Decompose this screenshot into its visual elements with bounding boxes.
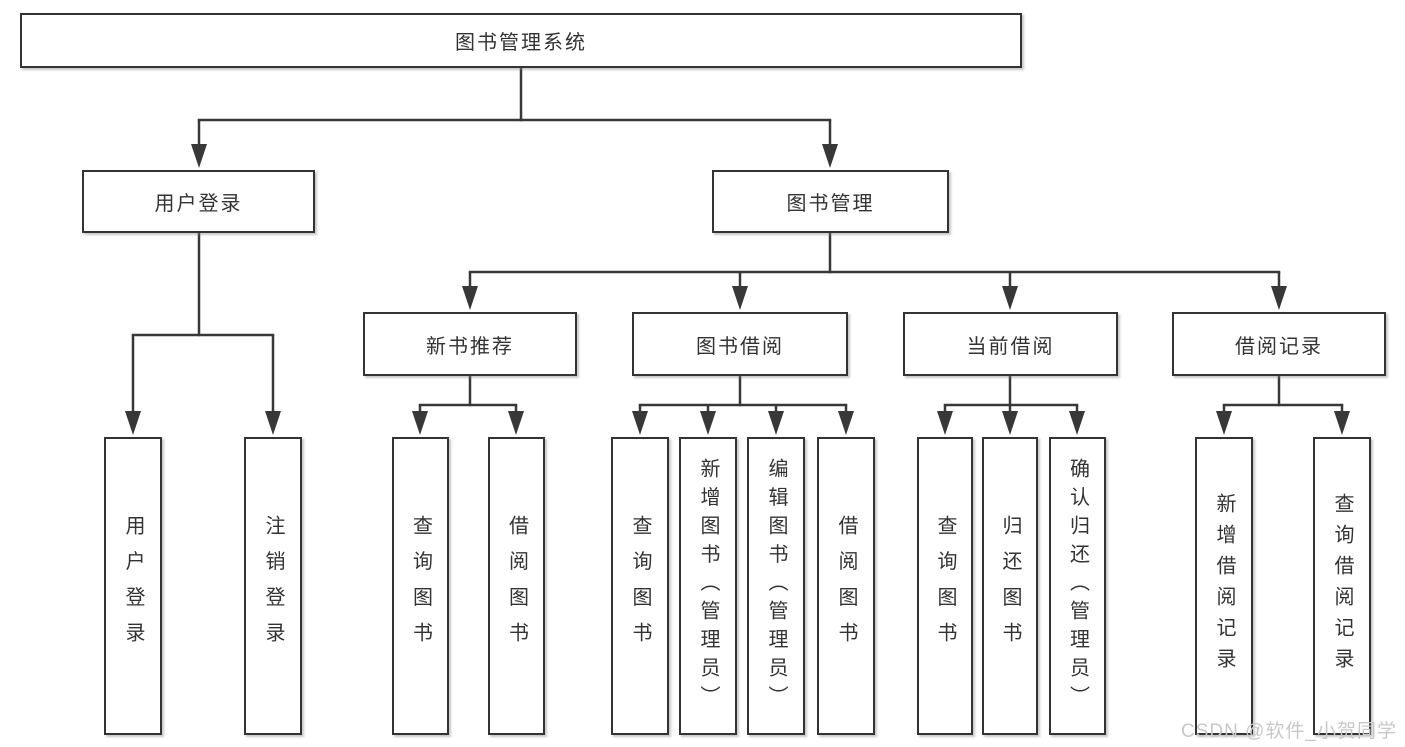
node-root: 图书管理系统 (20, 13, 1022, 68)
leaf-borrow-books-borrowing: 借阅图书 (817, 437, 875, 735)
leaf-add-book-admin: 新增图书（管理员） (679, 437, 737, 735)
node-book-borrowing: 图书借阅 (632, 312, 848, 376)
leaf-edit-book-admin-label: 编辑图书（管理员） (765, 458, 787, 714)
node-book-management-label: 图书管理 (786, 193, 875, 215)
leaf-logout-label: 注销登录 (262, 514, 284, 658)
leaf-return-book: 归还图书 (982, 437, 1038, 735)
leaf-borrow-books-borrowing-label: 借阅图书 (835, 514, 857, 658)
node-book-borrowing-label: 图书借阅 (696, 335, 784, 358)
node-book-management: 图书管理 (712, 170, 949, 233)
leaf-logout: 注销登录 (244, 437, 302, 735)
node-borrowing-records-label: 借阅记录 (1235, 335, 1323, 358)
node-user-login: 用户登录 (82, 170, 315, 233)
leaf-query-books-borrowing: 查询图书 (611, 437, 669, 735)
leaf-query-borrow-record-label: 查询借阅记录 (1331, 493, 1353, 679)
leaf-query-books-borrowing-label: 查询图书 (629, 514, 651, 658)
leaf-borrow-books-recommend-label: 借阅图书 (505, 514, 528, 658)
node-new-book-recommend: 新书推荐 (363, 312, 577, 376)
leaf-query-books-current-label: 查询图书 (934, 514, 956, 658)
node-current-borrowing: 当前借阅 (903, 312, 1118, 376)
leaf-user-login: 用户登录 (104, 437, 162, 735)
leaf-add-book-admin-label: 新增图书（管理员） (697, 458, 719, 714)
leaf-query-books-current: 查询图书 (917, 437, 973, 735)
leaf-add-borrow-record: 新增借阅记录 (1195, 437, 1253, 735)
leaf-query-borrow-record: 查询借阅记录 (1313, 437, 1371, 735)
node-root-label: 图书管理系统 (455, 32, 587, 54)
leaf-query-books-recommend: 查询图书 (392, 437, 449, 735)
csdn-watermark: CSDN @软件_小贺同学 (1181, 721, 1397, 742)
node-user-login-label: 用户登录 (154, 193, 243, 215)
leaf-return-book-label: 归还图书 (999, 514, 1021, 658)
node-new-book-recommend-label: 新书推荐 (426, 335, 514, 358)
leaf-borrow-books-recommend: 借阅图书 (488, 437, 545, 735)
leaf-user-login-label: 用户登录 (122, 514, 144, 658)
leaf-add-borrow-record-label: 新增借阅记录 (1213, 493, 1235, 679)
leaf-confirm-return-admin-label: 确认归还（管理员） (1066, 458, 1089, 714)
node-current-borrowing-label: 当前借阅 (966, 335, 1055, 358)
leaf-query-books-recommend-label: 查询图书 (409, 514, 432, 658)
leaf-confirm-return-admin: 确认归还（管理员） (1049, 437, 1106, 735)
leaf-edit-book-admin: 编辑图书（管理员） (747, 437, 805, 735)
node-borrowing-records: 借阅记录 (1172, 312, 1386, 376)
